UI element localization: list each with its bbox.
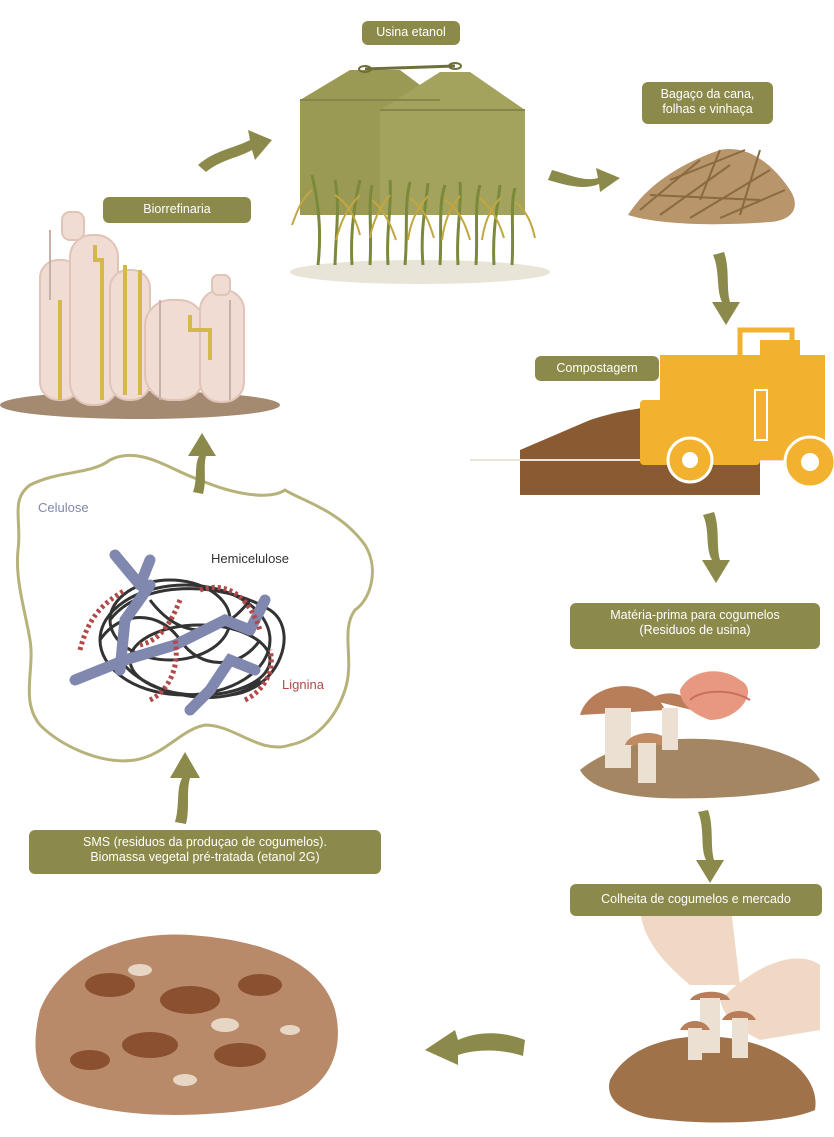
tractor-icon [640,330,834,487]
bagaco-line-2: folhas e vinhaça [650,102,765,117]
materia-prima-line-2: (Residuos de usina) [578,623,812,638]
biorrefinaria-label: Biorrefinaria [103,197,251,223]
arrow-sms-to-molecule [170,752,200,824]
usina-etanol-label: Usina etanol [362,21,460,45]
bagaco-line-1: Bagaço da cana, [650,87,765,102]
ethanol-plant-illustration [290,63,550,284]
arrow-harvest-to-sms [425,1030,525,1065]
celulose-label: Celulose [38,500,89,515]
spent-substrate-illustration [35,934,337,1115]
biorrefinaria-text: Biorrefinaria [111,202,243,217]
bagasse-pile-illustration [628,149,795,224]
mushrooms-raw-material-illustration [580,671,820,798]
arrow-plant-to-bagasse [548,168,620,192]
sms-line-1: SMS (residuos da produçao de cogumelos). [37,835,373,850]
materia-prima-line-1: Matéria-prima para cogumelos [578,608,812,623]
colheita-label: Colheita de cogumelos e mercado [570,884,822,916]
materia-prima-label: Matéria-prima para cogumelos (Residuos d… [570,603,820,649]
compostagem-text: Compostagem [543,361,651,376]
sms-label: SMS (residuos da produçao de cogumelos).… [29,830,381,874]
compostagem-label: Compostagem [535,356,659,381]
biorefinery-illustration [0,212,280,419]
composting-illustration [470,330,834,495]
colheita-text: Colheita de cogumelos e mercado [578,892,814,907]
hemicelulose-label: Hemicelulose [211,551,289,566]
lignina-label: Lignina [282,677,325,692]
usina-etanol-text: Usina etanol [370,25,452,40]
sms-line-2: Biomassa vegetal pré-tratada (etanol 2G) [37,850,373,865]
arrow-raw-material-to-harvest [696,810,724,883]
arrow-composting-to-raw-material [702,512,730,583]
arrow-bagasse-to-composting [712,252,740,325]
arrow-biorefinery-to-plant [198,130,272,172]
bagaco-label: Bagaço da cana, folhas e vinhaça [642,82,773,124]
mushroom-harvest-illustration [609,886,820,1123]
